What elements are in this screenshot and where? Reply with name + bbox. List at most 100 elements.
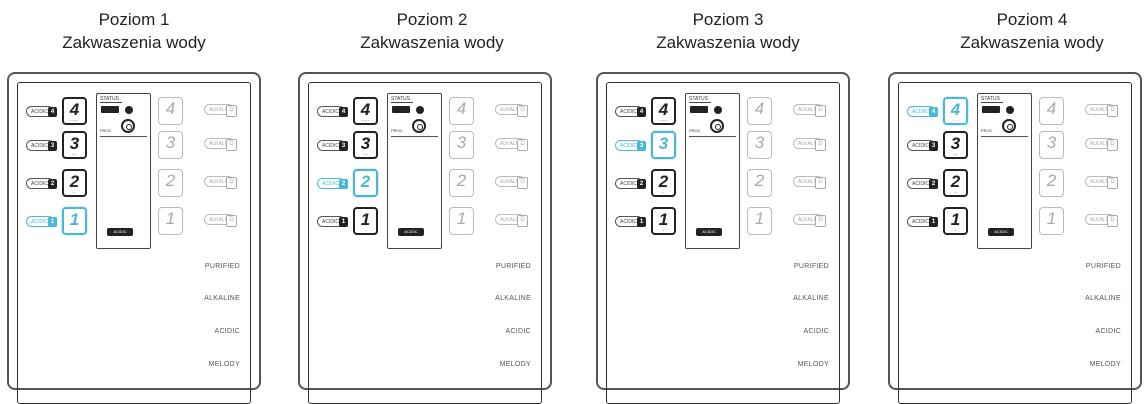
level-2-button[interactable]: 2..: [353, 169, 378, 197]
alkaline-level-3-button[interactable]: 3...: [1039, 131, 1064, 159]
level-ticks: .: [364, 227, 367, 232]
mode-button-melody[interactable]: MELODY: [208, 361, 240, 368]
level-indicator-dot: D: [1107, 177, 1118, 189]
alkaline-level-2-button[interactable]: 2..: [449, 169, 474, 197]
level-indicator-dot: 2: [637, 179, 646, 189]
level-1-button[interactable]: 1.: [353, 207, 378, 235]
mode-button-acidic[interactable]: ACIDIC: [803, 328, 829, 335]
level-indicator-dot: 1: [339, 217, 348, 227]
level-number: 4: [165, 99, 176, 118]
level-number: 1: [658, 210, 669, 229]
mode-button-alkaline[interactable]: ALKALINE: [495, 295, 531, 302]
level-number: 4: [69, 100, 80, 119]
level-ticks: .: [1050, 228, 1053, 233]
display-process-label: PROC: [981, 128, 993, 133]
level-4-button[interactable]: 4.....: [651, 97, 676, 125]
alkaline-level-4-button[interactable]: 4.....: [158, 97, 183, 125]
level-1-button[interactable]: 1.: [62, 207, 87, 235]
mode-button-melody[interactable]: MELODY: [499, 361, 531, 368]
level-2-button[interactable]: 2..: [943, 169, 968, 197]
alkaline-level-2-button[interactable]: 2..: [158, 169, 183, 197]
level-3-button[interactable]: 3...: [651, 131, 676, 159]
mode-button-melody[interactable]: MELODY: [1089, 361, 1121, 368]
level-ticks: .....: [755, 118, 764, 123]
level-1-button[interactable]: 1.: [943, 207, 968, 235]
mode-button-purified[interactable]: PURIFIED: [204, 263, 240, 270]
level-ticks: .....: [361, 117, 370, 122]
level-indicator-dot: D: [815, 177, 826, 189]
level-indicator-dot: 1: [929, 217, 938, 227]
acidic-label-text: ACIDIC: [31, 181, 48, 187]
level-1-button[interactable]: 1.: [651, 207, 676, 235]
level-2-button[interactable]: 2..: [62, 169, 87, 197]
level-ticks: ...: [168, 152, 173, 157]
level-3-button[interactable]: 3...: [62, 131, 87, 159]
level-number: 4: [754, 99, 765, 118]
level-number: 2: [456, 171, 467, 190]
level-indicator-dot: 4: [929, 107, 938, 117]
level-4-button[interactable]: 4.....: [353, 97, 378, 125]
level-ticks: ..: [953, 189, 958, 194]
mode-button-purified[interactable]: PURIFIED: [793, 263, 829, 270]
flow-icon: [121, 119, 135, 133]
level-ticks: ..: [661, 189, 666, 194]
alkaline-level-3-button[interactable]: 3...: [158, 131, 183, 159]
level-indicator-dot: D: [815, 105, 826, 117]
level-number: 2: [754, 171, 765, 190]
level-indicator-dot: D: [226, 105, 237, 117]
mode-button-acidic[interactable]: ACIDIC: [1095, 328, 1121, 335]
power-icon: [714, 106, 722, 114]
alkaline-level-4-button[interactable]: 4.....: [449, 97, 474, 125]
level-number: 4: [360, 100, 371, 119]
alkaline-level-2-button[interactable]: 2..: [1039, 169, 1064, 197]
alkaline-level-1-button[interactable]: 1.: [158, 207, 183, 235]
level-number: 1: [754, 209, 765, 228]
mode-button-alkaline[interactable]: ALKALINE: [793, 295, 829, 302]
alkaline-level-4-button[interactable]: 4.....: [1039, 97, 1064, 125]
mode-button-purified[interactable]: PURIFIED: [495, 263, 531, 270]
mode-button-melody[interactable]: MELODY: [797, 361, 829, 368]
alkaline-level-1-button[interactable]: 1.: [1039, 207, 1064, 235]
level-subtitle: Zakwaszenia wody: [360, 33, 504, 52]
alkaline-level-1-button[interactable]: 1.: [449, 207, 474, 235]
alkaline-level-3-button[interactable]: 3...: [747, 131, 772, 159]
mode-button-alkaline[interactable]: ALKALINE: [1085, 295, 1121, 302]
battery-icon: [101, 106, 119, 113]
level-indicator-dot: D: [226, 177, 237, 189]
level-4-button[interactable]: 4.....: [943, 97, 968, 125]
alkaline-level-4-button[interactable]: 4.....: [747, 97, 772, 125]
mode-button-purified[interactable]: PURIFIED: [1085, 263, 1121, 270]
level-ticks: .....: [457, 118, 466, 123]
level-3-button[interactable]: 3...: [353, 131, 378, 159]
acidic-label-text: ACIDIC: [322, 143, 339, 149]
alkaline-label-text: ALKALINE: [209, 141, 233, 147]
alkaline-level-1-button[interactable]: 1.: [747, 207, 772, 235]
alkaline-level-3-button[interactable]: 3...: [449, 131, 474, 159]
level-title: Poziom 2: [396, 10, 468, 29]
level-2-button[interactable]: 2..: [651, 169, 676, 197]
level-ticks: .....: [659, 117, 668, 122]
level-3-button[interactable]: 3...: [943, 131, 968, 159]
mode-button-acidic[interactable]: ACIDIC: [505, 328, 531, 335]
mode-button-acidic[interactable]: ACIDIC: [214, 328, 240, 335]
mode-button-alkaline[interactable]: ALKALINE: [204, 295, 240, 302]
level-subtitle: Zakwaszenia wody: [62, 33, 206, 52]
level-4-button[interactable]: 4.....: [62, 97, 87, 125]
level-ticks: .....: [951, 117, 960, 122]
flow-icon: [412, 119, 426, 133]
alkaline-level-2-button[interactable]: 2..: [747, 169, 772, 197]
level-title: Poziom 4: [996, 10, 1068, 29]
